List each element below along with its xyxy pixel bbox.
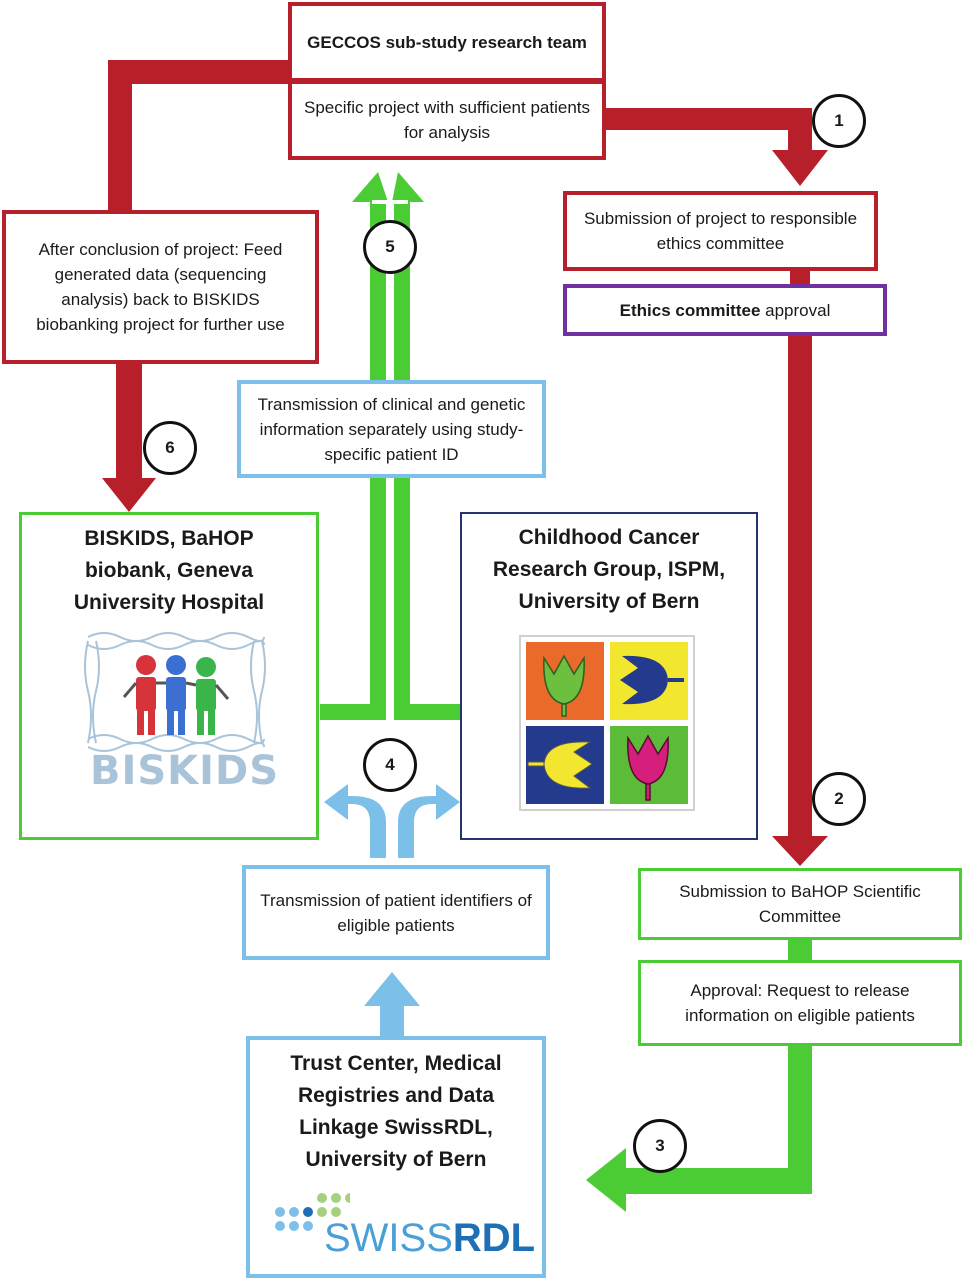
swissrdl-wordmark: SWISSRDL: [324, 1218, 535, 1258]
transmission-clinical-box: Transmission of clinical and genetic inf…: [237, 380, 546, 478]
submission-ethics-box: Submission of project to responsible eth…: [563, 191, 878, 271]
green-arrow-step5-left: [320, 172, 388, 720]
trust-center-title: Trust Center, Medical Registries and Dat…: [290, 1052, 502, 1171]
swissrdl-prefix: SWISS: [324, 1216, 453, 1260]
approval-release-label: Approval: Request to release information…: [685, 981, 915, 1025]
blue-arrow-step4: [324, 784, 386, 858]
red-arrow-step2-long: [772, 334, 828, 866]
green-arrow-step3: [586, 1046, 812, 1212]
step-5-badge: 5: [363, 220, 417, 274]
red-arrow-team-to-feedback: [108, 60, 290, 212]
swissrdl-dots-icon: [275, 1193, 350, 1231]
bahop-submission-box: Submission to BaHOP Scientific Committee: [638, 868, 962, 940]
tulip-logo: [519, 635, 695, 811]
ethics-approval-rest: approval: [760, 300, 831, 320]
ethics-approval-bold: Ethics committee: [619, 300, 761, 320]
biskids-title: BISKIDS, BaHOP biobank, Geneva Universit…: [73, 527, 265, 614]
feedback-label: After conclusion of project: Feed genera…: [36, 240, 285, 334]
submission-ethics-label: Submission of project to responsible eth…: [583, 209, 858, 253]
holding-hands-icon: [122, 681, 230, 700]
biskids-box: BISKIDS, BaHOP biobank, Geneva Universit…: [19, 512, 319, 840]
green-arrow-step5-right: [392, 172, 462, 720]
specific-project-box: Specific project with sufficient patient…: [288, 80, 606, 160]
dna-frame-icon: [84, 632, 266, 752]
transmission-identifiers-box: Transmission of patient identifiers of e…: [242, 865, 550, 960]
biskids-logo: [84, 632, 266, 752]
step-3-badge: 3: [633, 1119, 687, 1173]
green-child-icon: [196, 657, 216, 735]
geccos-team-label: GECCOS sub-study research team: [307, 32, 587, 52]
swissrdl-suffix: RDL: [452, 1216, 536, 1260]
biskids-wordmark: BISKIDS: [90, 748, 280, 794]
blue-child-icon: [166, 655, 186, 735]
childhood-cancer-box: Childhood Cancer Research Group, ISPM, U…: [460, 512, 758, 840]
geccos-team-box: GECCOS sub-study research team: [288, 2, 606, 82]
pink-tulip-icon: [627, 734, 669, 801]
blue-tulip-icon: [620, 655, 684, 705]
step-1-badge: 1: [812, 94, 866, 148]
transmission-identifiers-label: Transmission of patient identifiers of e…: [260, 890, 532, 935]
red-child-icon: [136, 655, 156, 735]
blue-arrow-step4-right: [398, 784, 460, 858]
green-arrow-step5-center: [372, 200, 408, 204]
ethics-approval-box: Ethics committee approval: [563, 284, 887, 336]
red-arrow-step2: [790, 268, 810, 286]
red-arrow-step6: [102, 362, 156, 512]
transmission-clinical-label: Transmission of clinical and genetic inf…: [257, 394, 526, 464]
approval-release-box: Approval: Request to release information…: [638, 960, 962, 1046]
childhood-cancer-title: Childhood Cancer Research Group, ISPM, U…: [492, 526, 726, 613]
specific-project-label: Specific project with sufficient patient…: [304, 98, 590, 142]
feedback-box: After conclusion of project: Feed genera…: [2, 210, 319, 364]
yellow-tulip-icon: [527, 741, 593, 789]
bahop-submission-label: Submission to BaHOP Scientific Committee: [679, 882, 921, 926]
red-arrow-step1: [604, 108, 828, 186]
blue-arrow-trust-to-identifiers: [364, 972, 420, 1036]
green-tulip-icon: [543, 654, 585, 717]
green-connector-bahop: [788, 938, 812, 962]
ethics-approval-label: Ethics committee approval: [620, 298, 831, 323]
step-6-badge: 6: [143, 421, 197, 475]
trust-center-box: Trust Center, Medical Registries and Dat…: [246, 1036, 546, 1278]
step-2-badge: 2: [812, 772, 866, 826]
step-4-badge: 4: [363, 738, 417, 792]
